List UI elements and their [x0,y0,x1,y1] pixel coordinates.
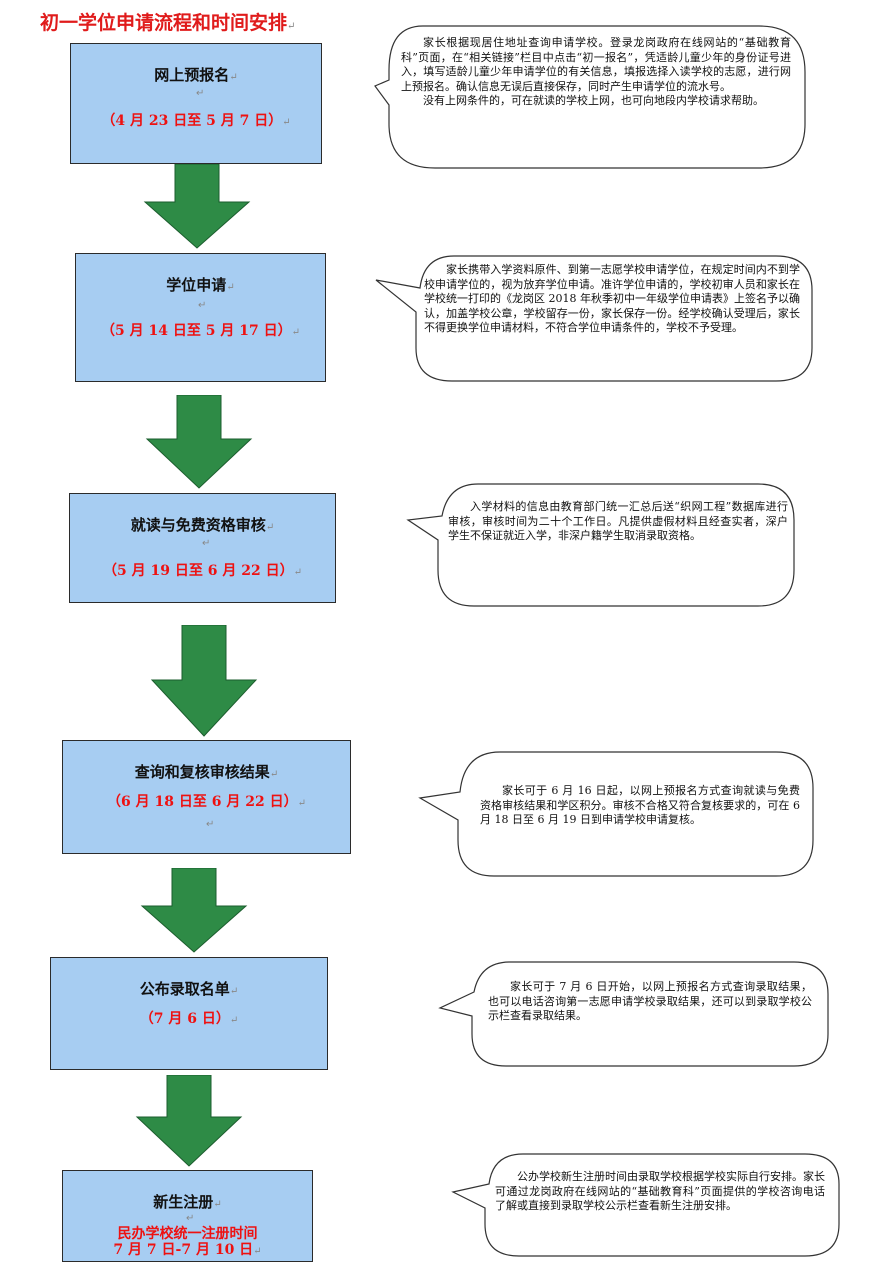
note-paragraph: 公办学校新生注册时间由录取学校根据学校实际自行安排。家长可通过龙岗政府在线网站的… [495,1170,825,1212]
page-title: 初一学位申请流程和时间安排↵ [40,12,296,34]
step-publish-admission-list: 公布录取名单↵ （7 月 6 日）↵ [50,957,328,1070]
step-degree-application: 学位申请↵ ↵ （5 月 14 日至 5 月 17 日）↵ [75,253,326,382]
down-arrow [135,1075,243,1167]
note-paragraph: 家长根据现居住地址查询申请学校。登录龙岗政府在线网站的“基础教育科”页面，在“相… [401,36,791,93]
down-arrow [143,164,251,249]
note-paragraph: 家长携带入学资料原件、到第一志愿学校申请学位，在规定时间内不到学校申请学位的，视… [424,263,800,334]
step-date: （5 月 19 日至 6 月 22 日） [103,563,294,579]
step-name: 网上预报名 [154,66,230,84]
step-date: （6 月 18 日至 6 月 22 日） [107,794,298,810]
step-date-line1: 民办学校统一注册时间 [117,1226,258,1242]
note-callout: 家长可于 7 月 6 日开始，以网上预报名方式查询录取结果，也可以电话咨询第一志… [438,958,832,1070]
note-callout: 家长根据现居住地址查询申请学校。登录龙岗政府在线网站的“基础教育科”页面，在“相… [374,20,810,172]
step-name: 公布录取名单 [139,980,230,998]
down-arrow [150,625,258,737]
step-new-student-registration: 新生注册↵ ↵ 民办学校统一注册时间 7 月 7 日-7 月 10 日↵ [62,1170,313,1262]
step-name: 新生注册 [153,1193,214,1211]
down-arrow [140,868,248,953]
step-date: （4 月 23 日至 5 月 7 日） [101,113,283,129]
down-arrow [145,395,253,489]
step-name: 就读与免费资格审核 [130,516,266,534]
note-callout: 家长可于 6 月 16 日起，以网上预报名方式查询就读与免费资格审核结果和学区积… [418,748,817,880]
note-callout: 入学材料的信息由教育部门统一汇总后送“织网工程”数据库进行审核，审核时间为二十个… [406,480,798,610]
note-paragraph: 入学材料的信息由教育部门统一汇总后送“织网工程”数据库进行审核，审核时间为二十个… [448,500,788,542]
step-date-line2: 7 月 7 日-7 月 10 日 [113,1242,254,1258]
step-date: （7 月 6 日） [139,1011,230,1027]
step-online-preregistration: 网上预报名↵ ↵ （4 月 23 日至 5 月 7 日）↵ [70,43,322,164]
note-paragraph: 没有上网条件的，可在就读的学校上网，也可向地段内学校请求帮助。 [423,94,764,107]
note-paragraph: 家长可于 6 月 16 日起，以网上预报名方式查询就读与免费资格审核结果和学区积… [480,784,800,826]
step-eligibility-review: 就读与免费资格审核↵ ↵ （5 月 19 日至 6 月 22 日）↵ [69,493,336,603]
step-query-and-recheck: 查询和复核审核结果↵ （6 月 18 日至 6 月 22 日）↵ ↵ [62,740,351,854]
note-callout: 公办学校新生注册时间由录取学校根据学校实际自行安排。家长可通过龙岗政府在线网站的… [451,1150,843,1260]
step-name: 查询和复核审核结果 [134,763,270,781]
note-callout: 家长携带入学资料原件、到第一志愿学校申请学位，在规定时间内不到学校申请学位的，视… [375,252,816,385]
step-name: 学位申请 [166,276,227,294]
step-date: （5 月 14 日至 5 月 17 日） [101,323,292,339]
note-paragraph: 家长可于 7 月 6 日开始，以网上预报名方式查询录取结果，也可以电话咨询第一志… [488,980,812,1022]
